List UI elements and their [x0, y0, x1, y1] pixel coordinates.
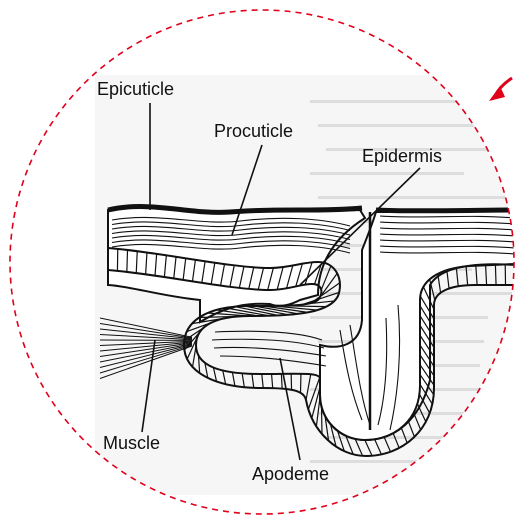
- red-curved-arrow-icon: [489, 78, 512, 101]
- apodeme-label: Apodeme: [252, 465, 329, 483]
- epidermis-label: Epidermis: [362, 147, 442, 165]
- procuticle-label: Procuticle: [214, 122, 293, 140]
- muscle-label: Muscle: [103, 434, 160, 452]
- epicuticle-label: Epicuticle: [97, 80, 174, 98]
